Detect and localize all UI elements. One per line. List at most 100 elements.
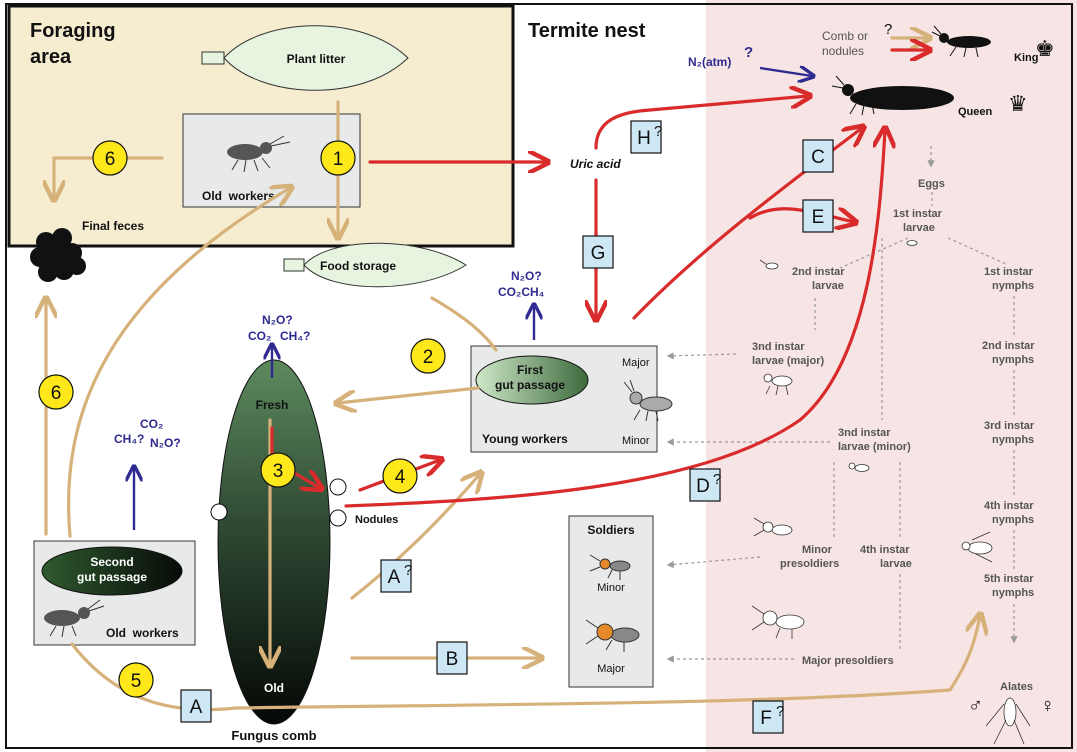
old-workers-top-label: Old workers	[202, 189, 275, 203]
svg-text:?: ?	[713, 471, 721, 488]
king-crown-icon: ♚	[1035, 37, 1055, 62]
gas-n2o-comb: N₂O?	[262, 313, 293, 327]
plant-litter-label: Plant litter	[287, 52, 346, 66]
comb-or-nodules-line1: Comb or	[822, 29, 868, 43]
old-label: Old	[264, 681, 284, 695]
gas-group-young: N₂O? CO₂CH₄	[498, 269, 545, 299]
gas-co2ch4-young: CO₂CH₄	[498, 285, 545, 299]
instar-3-nymphs-line1: 3rd instar	[984, 420, 1035, 432]
svg-text:1: 1	[333, 149, 344, 170]
svg-text:3: 3	[273, 461, 284, 482]
gas-co2-comb: CO₂	[248, 329, 271, 343]
young-workers-minor-label: Minor	[622, 435, 650, 447]
foraging-area-title: Foraging	[30, 20, 116, 42]
step-circle-3: 3	[260, 452, 296, 488]
final-feces-label: Final feces	[82, 219, 144, 233]
food-storage-label: Food storage	[320, 259, 396, 273]
old-workers-bottom-label: Old workers	[106, 626, 179, 640]
gas-co2-old: CO₂	[140, 417, 163, 431]
step-circle-1: 1	[320, 140, 356, 176]
instar-4-nymphs-line1: 4th instar	[984, 500, 1034, 512]
instar-1-larvae-line1: 1st instar	[893, 208, 943, 220]
svg-text:B: B	[446, 649, 459, 670]
larva-2-icon	[759, 259, 779, 270]
instar-2-nymphs-line1: 2nd instar	[982, 340, 1035, 352]
step-box-b: B	[436, 641, 468, 675]
svg-text:?: ?	[776, 703, 784, 720]
step-box-c: C	[802, 139, 834, 173]
young-workers-major-label: Major	[622, 357, 650, 369]
step-circle-4: 4	[382, 458, 418, 494]
instar-2-larvae-line1: 2nd instar	[792, 266, 845, 278]
instar-1-nymphs-line1: 1st instar	[984, 266, 1034, 278]
major-presoldiers-label: Major presoldiers	[802, 655, 894, 667]
development-lines	[666, 146, 1018, 663]
step-box-a: A	[180, 689, 212, 723]
svg-text:G: G	[591, 243, 606, 264]
female-symbol: ♀	[1040, 695, 1055, 717]
instar-5-nymphs-line2: nymphs	[992, 587, 1034, 599]
svg-text:?: ?	[404, 562, 412, 579]
svg-text:6: 6	[105, 149, 116, 170]
step-box-h-q: H?	[630, 120, 662, 154]
food-storage-leaf: Food storage	[283, 242, 467, 288]
development-stages: Eggs 1st instar larvae 2nd instar larvae…	[752, 178, 1055, 717]
instar-5-nymphs-line1: 5th instar	[984, 573, 1034, 585]
gas-group-comb: N₂O? CO₂ CH₄?	[248, 313, 310, 343]
young-workers-box: First gut passage Major Minor Young work…	[470, 345, 673, 453]
larva-3-minor-icon	[848, 462, 870, 472]
svg-text:A: A	[388, 567, 401, 588]
nymph-icon	[961, 531, 993, 563]
svg-text:5: 5	[131, 671, 142, 692]
instar-3-larvae-major-line1: 3nd instar	[752, 341, 805, 353]
soldiers-minor-label: Minor	[597, 582, 625, 594]
queen-crown-icon: ♛	[1008, 92, 1028, 117]
final-feces-pellets	[30, 228, 86, 282]
blue-arrows	[134, 68, 812, 530]
gas-n2o-young: N₂O?	[511, 269, 542, 283]
soldiers-label: Soldiers	[587, 523, 635, 537]
instar-2-larvae-line2: larvae	[812, 280, 844, 292]
minor-presoldiers-line2: presoldiers	[780, 558, 839, 570]
uric-acid-label: Uric acid	[570, 157, 621, 171]
instar-4-larvae-line2: larvae	[880, 558, 912, 570]
step-box-a-q: A?	[380, 559, 412, 593]
queen-termite-icon	[831, 75, 954, 116]
svg-text:A: A	[190, 697, 203, 718]
old-workers-bottom-box: Second gut passage Old workers	[33, 540, 196, 646]
fungus-comb: Fresh Old	[210, 359, 347, 725]
minor-presoldiers-line1: Minor	[802, 544, 833, 556]
soldiers-major-label: Major	[597, 663, 625, 675]
worker-termite-icon	[227, 135, 291, 173]
n2-atm-label: N₂(atm)	[688, 55, 731, 69]
svg-text:C: C	[811, 147, 825, 168]
instar-4-larvae-line1: 4th instar	[860, 544, 910, 556]
instar-3-nymphs-line2: nymphs	[992, 434, 1034, 446]
svg-text:4: 4	[395, 467, 406, 488]
fresh-label: Fresh	[256, 398, 289, 412]
old-worker-icon	[44, 599, 105, 638]
outer-border	[5, 3, 1073, 749]
queen-label: Queen	[958, 106, 993, 118]
gas-group-old: CO₂ CH₄? N₂O?	[114, 417, 181, 450]
fungus-comb-label: Fungus comb	[231, 728, 316, 743]
svg-text:F: F	[760, 708, 772, 729]
gas-ch4-comb: CH₄?	[280, 329, 310, 343]
step-box-e: E	[802, 199, 834, 233]
instar-1-nymphs-line2: nymphs	[992, 280, 1034, 292]
termite-nest-title: Termite nest	[528, 20, 646, 42]
nodules-label: Nodules	[355, 514, 398, 526]
svg-text:E: E	[812, 207, 825, 228]
svg-text:D: D	[696, 476, 710, 497]
foraging-area-title-line2: area	[30, 46, 72, 68]
step-circle-6: 6	[38, 374, 74, 410]
minor-presoldier-icon	[753, 517, 793, 537]
young-workers-label: Young workers	[482, 432, 568, 446]
instar-3-larvae-minor-line2: larvae (minor)	[838, 441, 911, 453]
young-worker-icon	[623, 379, 673, 422]
comb-question-mark: ?	[884, 21, 892, 38]
step-circle-6: 6	[92, 140, 128, 176]
instar-4-nymphs-line2: nymphs	[992, 514, 1034, 526]
